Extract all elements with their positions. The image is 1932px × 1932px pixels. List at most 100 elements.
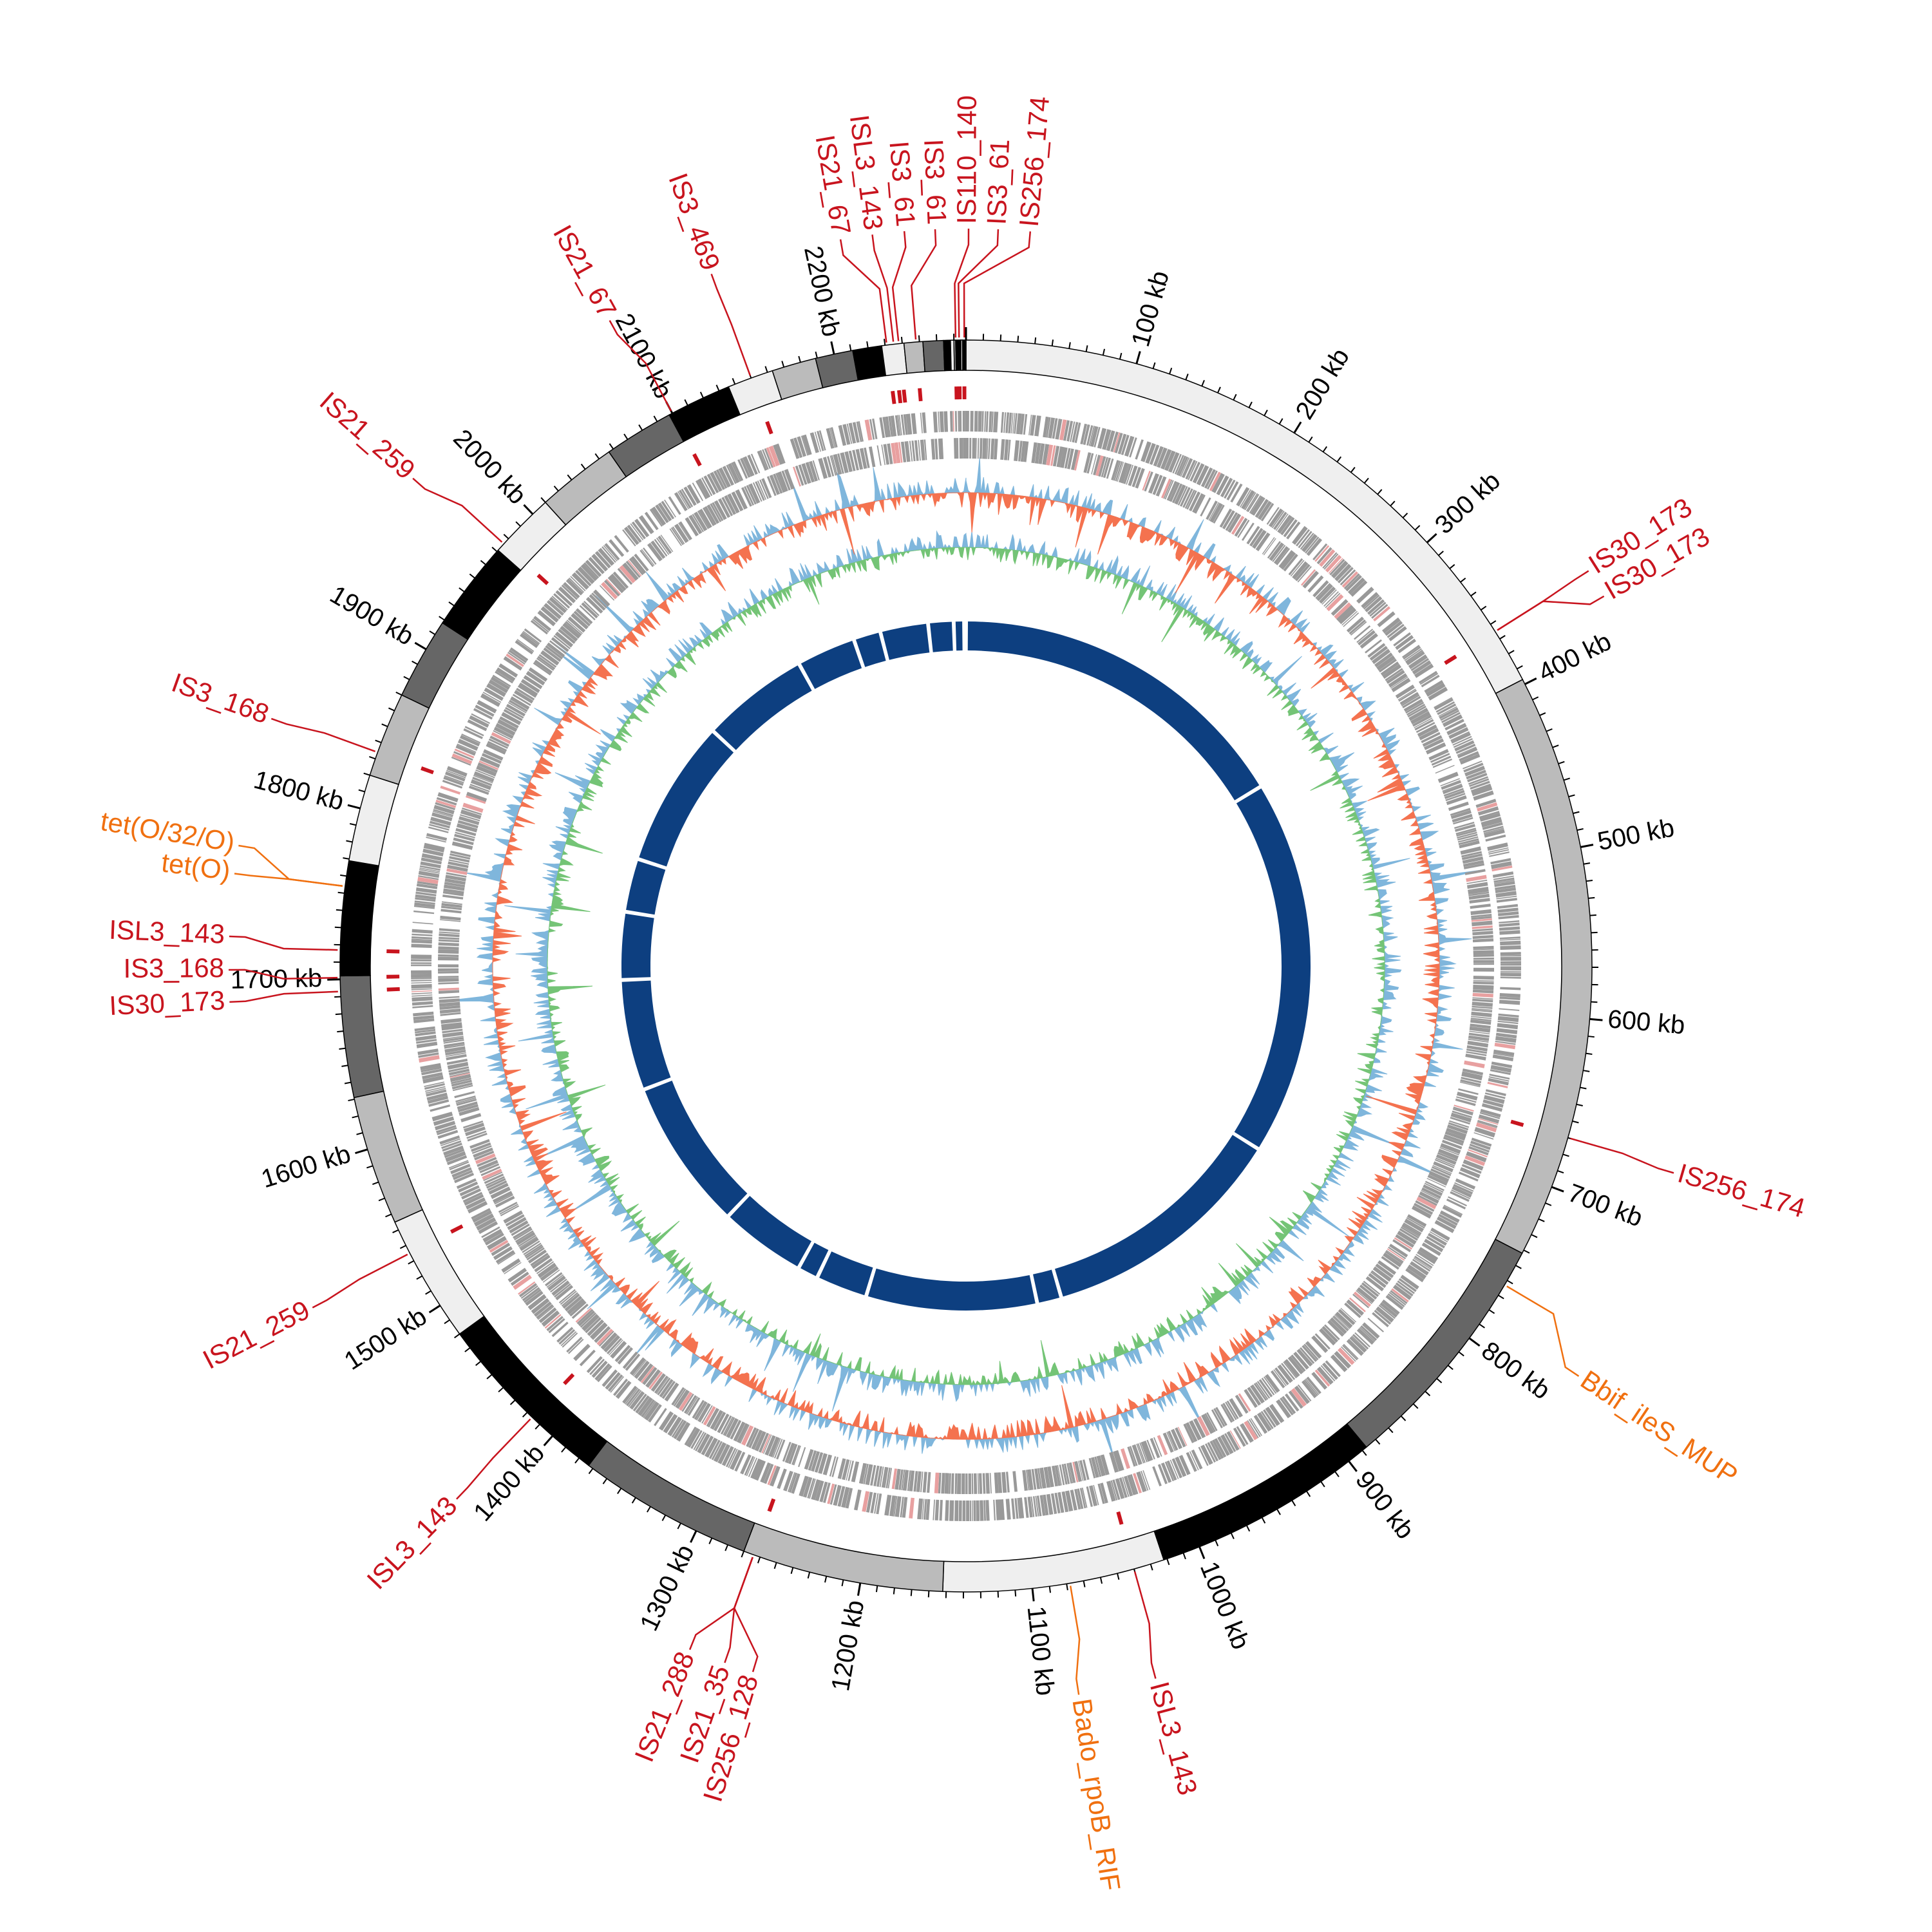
minor-tick <box>363 772 370 776</box>
minor-tick <box>1458 1351 1464 1357</box>
minor-tick <box>356 1132 363 1135</box>
forward-strand-genes <box>410 410 1522 1522</box>
minor-tick <box>724 1544 728 1551</box>
minor-tick <box>1562 1153 1569 1157</box>
is-element-label: IS256_174 <box>1674 1158 1808 1224</box>
major-tick <box>1589 1018 1603 1021</box>
minor-tick <box>1545 1202 1552 1206</box>
tick-label: 1400 kb <box>468 1439 550 1527</box>
minor-tick <box>997 1591 999 1598</box>
minor-tick <box>798 355 801 363</box>
minor-tick <box>580 464 586 470</box>
minor-tick <box>535 1424 540 1430</box>
ideogram-band <box>348 774 399 867</box>
minor-tick <box>1546 728 1553 732</box>
major-tick <box>355 1148 368 1155</box>
minor-tick <box>893 1587 895 1595</box>
minor-tick <box>341 1065 348 1067</box>
tick-label: 2200 kb <box>799 243 846 339</box>
tick-label: 1800 kb <box>251 766 347 816</box>
minor-tick <box>459 587 465 592</box>
minor-tick <box>588 1468 594 1474</box>
is-element-label: IS3_61 <box>918 138 952 225</box>
is-element-label: IS21_67 <box>547 220 623 323</box>
annotation-marker-track <box>386 386 1524 1525</box>
minor-tick <box>623 433 629 440</box>
minor-tick <box>757 1557 761 1564</box>
minor-tick <box>503 534 509 540</box>
minor-tick <box>631 1497 636 1504</box>
minor-tick <box>372 1181 379 1185</box>
minor-tick <box>1572 1120 1579 1124</box>
minor-tick <box>1350 466 1356 473</box>
minor-tick <box>1531 1234 1538 1238</box>
minor-tick <box>1438 551 1444 556</box>
minor-tick <box>1400 1416 1406 1421</box>
minor-tick <box>1377 489 1383 495</box>
tick-label: 300 kb <box>1430 466 1506 540</box>
minor-tick <box>1563 777 1571 781</box>
minor-tick <box>1102 348 1105 355</box>
minor-tick <box>574 1457 580 1464</box>
minor-tick <box>1185 374 1189 381</box>
minor-tick <box>1083 1580 1086 1587</box>
minor-tick <box>1014 1589 1017 1597</box>
minor-tick <box>1573 811 1580 815</box>
major-tick <box>830 341 835 355</box>
ideogram-band <box>772 357 824 401</box>
is-element-label: IS3_168 <box>123 952 224 983</box>
ideogram-band <box>339 860 380 977</box>
minor-tick <box>395 691 402 696</box>
annotation-leader-line <box>958 229 999 338</box>
is-element-marker <box>386 949 400 954</box>
minor-tick <box>773 1562 777 1569</box>
gc-content-track <box>504 530 1410 1412</box>
minor-tick <box>1117 1573 1120 1580</box>
minor-tick <box>498 1387 504 1393</box>
minor-tick <box>1576 1103 1583 1106</box>
alignment-block <box>800 641 862 689</box>
annotation-leader-line <box>1497 595 1605 631</box>
minor-tick <box>1334 1471 1340 1477</box>
minor-tick <box>609 443 614 450</box>
minor-tick <box>1488 1309 1495 1314</box>
minor-tick <box>1068 342 1071 349</box>
major-tick <box>428 1304 441 1314</box>
minor-tick <box>416 1275 423 1280</box>
tick-label: 1900 kb <box>325 580 419 651</box>
gc-skew-track <box>442 457 1481 1462</box>
minor-tick <box>1152 362 1156 369</box>
annotation-leader-line <box>229 935 338 951</box>
minor-tick <box>1248 401 1253 408</box>
minor-tick <box>491 547 498 553</box>
minor-tick <box>1480 605 1487 611</box>
minor-tick <box>1085 345 1088 352</box>
annotation-leader-line <box>724 1557 753 1663</box>
annotation-leader-line <box>871 234 895 342</box>
minor-tick <box>567 474 573 480</box>
is-element-marker <box>958 386 962 400</box>
ideogram-band <box>369 694 430 785</box>
resistance-gene-label: Bado_rpoB_RIF <box>1066 1696 1126 1893</box>
annotation-leader-line <box>1133 1571 1157 1679</box>
tick-label: 900 kb <box>1350 1466 1419 1544</box>
ideogram-band <box>881 342 908 377</box>
ideogram-band <box>339 974 384 1099</box>
minor-tick <box>1558 761 1565 764</box>
tick-label: 1600 kb <box>258 1140 354 1194</box>
major-tick <box>1198 1546 1206 1559</box>
minor-tick <box>385 1213 392 1218</box>
minor-tick <box>346 840 353 843</box>
major-tick <box>1468 1337 1481 1347</box>
ideogram-band <box>955 339 962 371</box>
minor-tick <box>522 1412 528 1418</box>
minor-tick <box>708 1537 713 1544</box>
minor-tick <box>1264 410 1268 416</box>
annotation-leader-line <box>229 990 338 1003</box>
tick-label: 1100 kb <box>1022 1605 1060 1697</box>
minor-tick <box>1577 828 1584 831</box>
minor-tick <box>741 1551 744 1558</box>
minor-tick <box>918 335 920 342</box>
minor-tick <box>1388 1427 1394 1434</box>
